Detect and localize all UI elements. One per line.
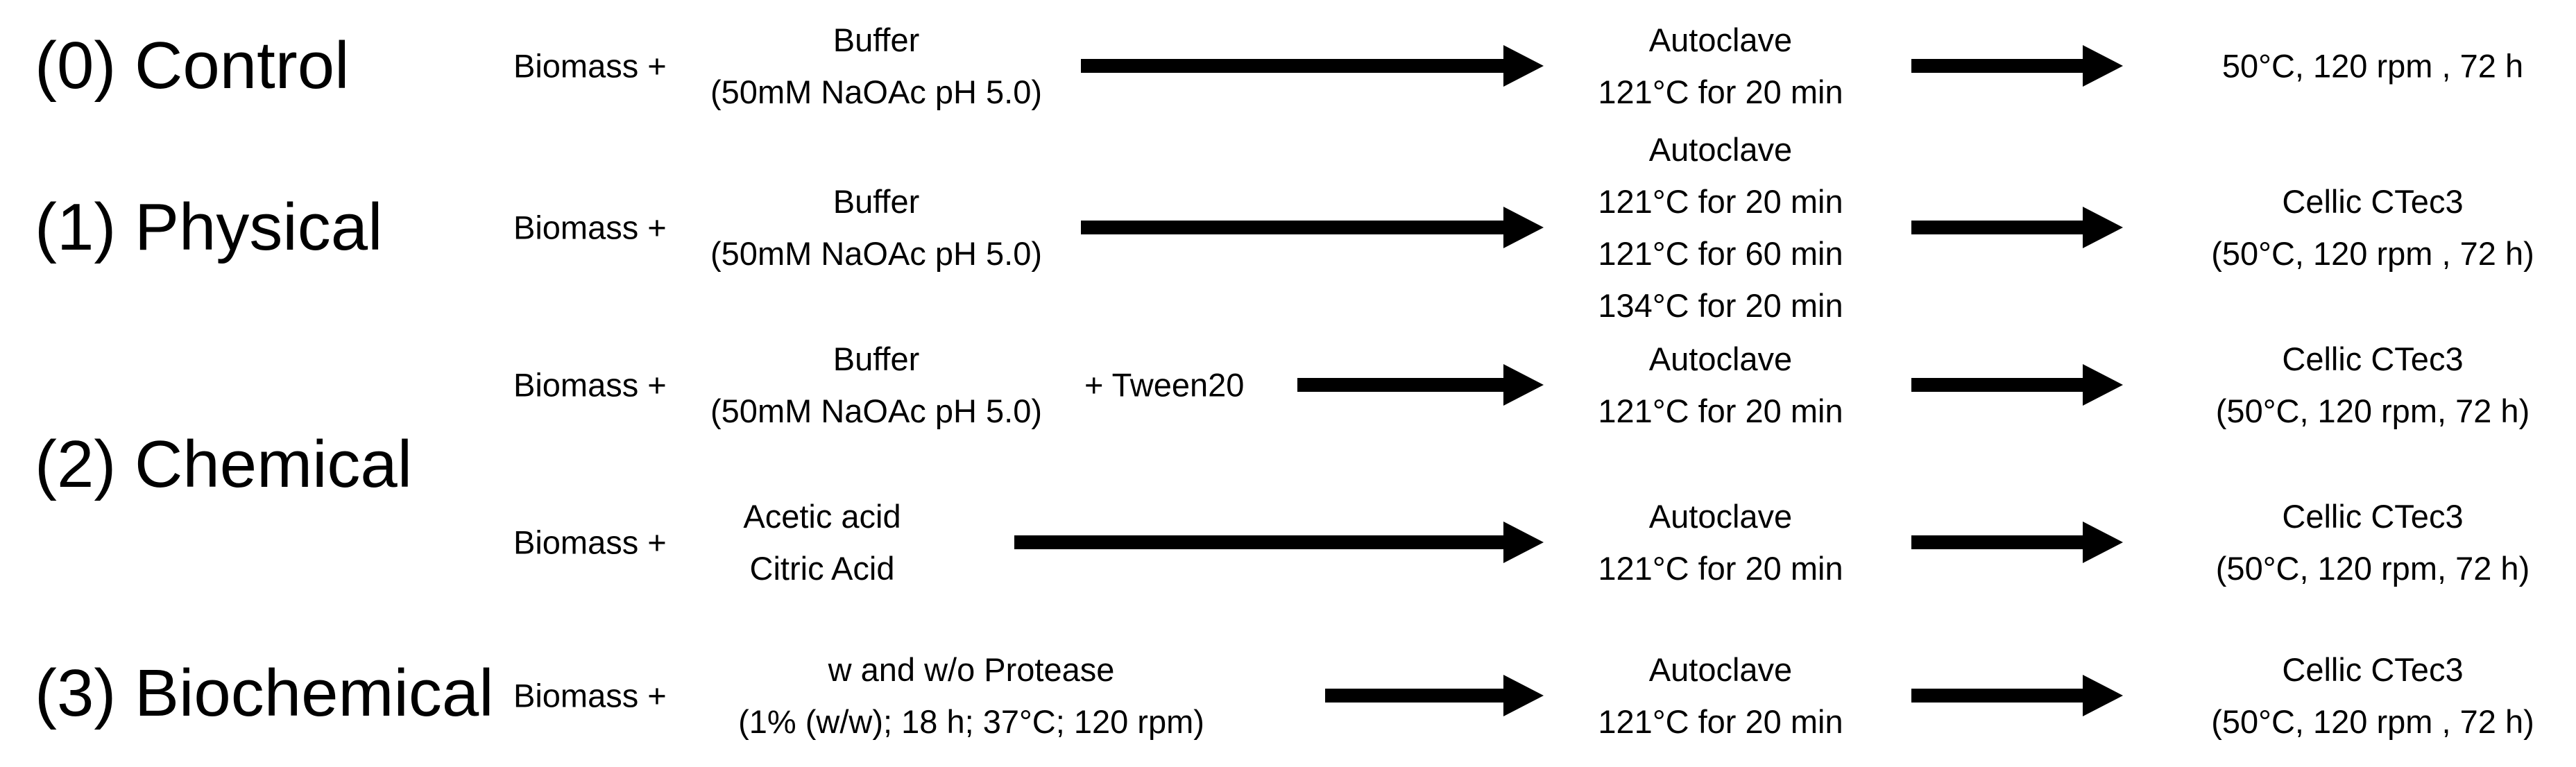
autoclave-line: Autoclave bbox=[1648, 341, 1793, 377]
autoclave-line: Autoclave bbox=[1648, 131, 1793, 168]
group-label-biochemical: (3) Biochemical bbox=[35, 656, 494, 730]
arrow-head bbox=[2083, 45, 2123, 87]
arrow-shaft bbox=[1911, 221, 2088, 234]
treatment-line: Citric Acid bbox=[749, 550, 895, 587]
biochemical-autoclave-stack: Autoclave 121°C for 20 min bbox=[1598, 644, 1843, 748]
arrow-shaft bbox=[1014, 535, 1509, 549]
arrow-right bbox=[1325, 675, 1544, 716]
treatment-line: w and w/o Protease bbox=[828, 651, 1115, 688]
chemical-surfactant-biomass-text: Biomass + bbox=[513, 366, 667, 404]
physical-treatment-stack: Buffer (50mM NaOAc pH 5.0) bbox=[710, 175, 1042, 279]
autoclave-line: 121°C for 20 min bbox=[1598, 703, 1843, 740]
autoclave-line: Autoclave bbox=[1648, 651, 1793, 688]
result-line: Cellic CTec3 bbox=[2282, 498, 2464, 535]
arrow-shaft bbox=[1325, 689, 1509, 703]
treatment-line: (50mM NaOAc pH 5.0) bbox=[710, 74, 1042, 110]
arrow-head bbox=[1503, 364, 1544, 406]
autoclave-line: 121°C for 20 min bbox=[1598, 393, 1843, 429]
physical-biomass-text: Biomass + bbox=[513, 209, 667, 246]
arrow-head bbox=[1503, 45, 1544, 87]
result-line: (50°C, 120 rpm, 72 h) bbox=[2215, 393, 2530, 429]
control-autoclave-stack: Autoclave 121°C for 20 min bbox=[1598, 14, 1843, 118]
physical-autoclave-stack: Autoclave 121°C for 20 min 121°C for 60 … bbox=[1598, 123, 1843, 331]
chemical-surfactant-autoclave-stack: Autoclave 121°C for 20 min bbox=[1598, 333, 1843, 437]
autoclave-line: 121°C for 20 min bbox=[1598, 74, 1843, 110]
arrow-head bbox=[1503, 207, 1544, 248]
arrow-right bbox=[1911, 675, 2123, 716]
arrow-right bbox=[1911, 45, 2123, 87]
treatment-line: (1% (w/w); 18 h; 37°C; 120 rpm) bbox=[738, 703, 1204, 740]
result-line: (50°C, 120 rpm , 72 h) bbox=[2211, 235, 2534, 272]
physical-result-stack: Cellic CTec3 (50°C, 120 rpm , 72 h) bbox=[2211, 175, 2534, 279]
group-label-physical: (1) Physical bbox=[35, 190, 383, 264]
arrow-right bbox=[1911, 207, 2123, 248]
treatment-line: Buffer bbox=[833, 183, 920, 220]
arrow-right bbox=[1297, 364, 1544, 406]
arrow-shaft bbox=[1911, 535, 2088, 549]
treatment-line: (50mM NaOAc pH 5.0) bbox=[710, 393, 1042, 429]
treatment-line: Buffer bbox=[833, 341, 920, 377]
chemical-acid-result-stack: Cellic CTec3 (50°C, 120 rpm, 72 h) bbox=[2216, 490, 2530, 594]
control-biomass-text: Biomass + bbox=[513, 47, 667, 85]
group-label-control: (0) Control bbox=[35, 28, 350, 103]
biochemical-result-stack: Cellic CTec3 (50°C, 120 rpm , 72 h) bbox=[2211, 644, 2534, 748]
treatment-line: (50mM NaOAc pH 5.0) bbox=[710, 235, 1042, 272]
control-result-stack: 50°C, 120 rpm , 72 h bbox=[2222, 40, 2523, 92]
control-treatment-stack: Buffer (50mM NaOAc pH 5.0) bbox=[710, 14, 1042, 118]
autoclave-line: 121°C for 20 min bbox=[1598, 183, 1843, 220]
autoclave-line: Autoclave bbox=[1648, 21, 1793, 58]
autoclave-line: 134°C for 20 min bbox=[1598, 287, 1843, 324]
chemical-acid-autoclave-stack: Autoclave 121°C for 20 min bbox=[1598, 490, 1843, 594]
autoclave-line: Autoclave bbox=[1648, 498, 1793, 535]
arrow-shaft bbox=[1081, 59, 1509, 73]
chemical-surfactant-extra-text: + Tween20 bbox=[1084, 366, 1245, 404]
result-line: (50°C, 120 rpm, 72 h) bbox=[2215, 550, 2530, 587]
treatment-line: Acetic acid bbox=[743, 498, 901, 535]
arrow-head bbox=[1503, 675, 1544, 716]
arrow-right bbox=[1911, 364, 2123, 406]
treatment-line: Buffer bbox=[833, 21, 920, 58]
arrow-shaft bbox=[1081, 221, 1509, 234]
autoclave-line: 121°C for 20 min bbox=[1598, 550, 1843, 587]
arrow-right bbox=[1081, 207, 1544, 248]
result-line: Cellic CTec3 bbox=[2282, 183, 2464, 220]
arrow-right bbox=[1014, 522, 1544, 563]
arrow-head bbox=[1503, 522, 1544, 563]
arrow-shaft bbox=[1911, 59, 2088, 73]
result-line: 50°C, 120 rpm , 72 h bbox=[2221, 47, 2524, 85]
result-line: Cellic CTec3 bbox=[2282, 651, 2464, 688]
arrow-shaft bbox=[1911, 689, 2088, 703]
arrow-shaft bbox=[1297, 378, 1509, 392]
result-line: (50°C, 120 rpm , 72 h) bbox=[2211, 703, 2534, 740]
chemical-surfactant-result-stack: Cellic CTec3 (50°C, 120 rpm, 72 h) bbox=[2216, 333, 2530, 437]
result-line: Cellic CTec3 bbox=[2282, 341, 2464, 377]
arrow-head bbox=[2083, 364, 2123, 406]
autoclave-line: 121°C for 60 min bbox=[1598, 235, 1843, 272]
arrow-shaft bbox=[1911, 378, 2088, 392]
arrow-head bbox=[2083, 522, 2123, 563]
arrow-head bbox=[2083, 675, 2123, 716]
chemical-surfactant-treatment-stack: Buffer (50mM NaOAc pH 5.0) bbox=[710, 333, 1042, 437]
arrow-head bbox=[2083, 207, 2123, 248]
biochemical-treatment-stack: w and w/o Protease (1% (w/w); 18 h; 37°C… bbox=[738, 644, 1204, 748]
group-label-chemical: (2) Chemical bbox=[35, 427, 413, 501]
biochemical-biomass-text: Biomass + bbox=[513, 677, 667, 714]
chemical-acid-treatment-stack: Acetic acid Citric Acid bbox=[743, 490, 901, 594]
arrow-right bbox=[1081, 45, 1544, 87]
arrow-right bbox=[1911, 522, 2123, 563]
chemical-acid-biomass-text: Biomass + bbox=[513, 524, 667, 561]
